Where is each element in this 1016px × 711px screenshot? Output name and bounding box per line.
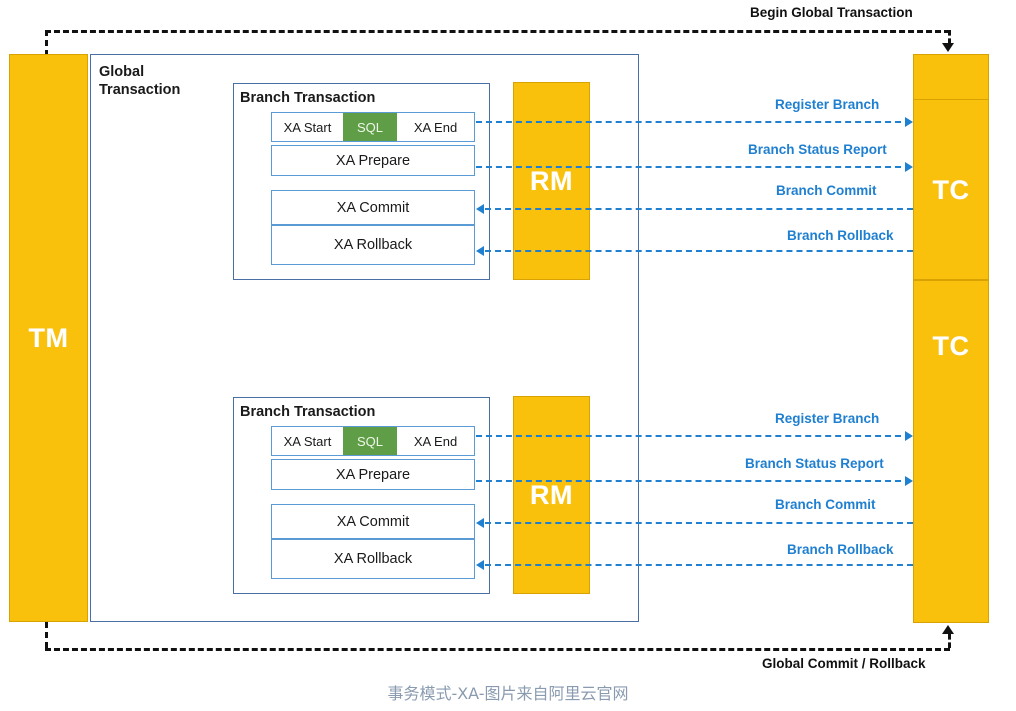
branch-transaction-title-2: Branch Transaction <box>240 404 376 420</box>
global-commit-flow-rise <box>948 634 951 648</box>
branch-commit-label-1: Branch Commit <box>776 183 877 198</box>
begin-flow-arrowhead-icon <box>942 43 954 52</box>
register-branch-label-2: Register Branch <box>775 411 880 426</box>
participant-rm-bottom-label: RM <box>530 479 573 510</box>
sql-cell-1[interactable]: SQL <box>343 113 397 141</box>
branch-commit-arrowhead-icon-2 <box>476 518 484 528</box>
participant-tc-top[interactable]: TC <box>913 54 989 280</box>
register-branch-line-1 <box>476 121 911 123</box>
branch-status-report-arrowhead-icon-1 <box>905 162 913 172</box>
global-transaction-title-line2: Transaction <box>99 82 181 99</box>
xa-start-cell-1[interactable]: XA Start <box>283 119 332 135</box>
participant-rm-bottom[interactable]: RM <box>513 396 590 594</box>
branch-rollback-line-1 <box>485 250 913 252</box>
xa-prepare-box-2[interactable]: XA Prepare <box>271 459 475 490</box>
figure-caption: 事务模式-XA-图片来自阿里云官网 <box>387 684 629 703</box>
participant-tc-bottom-label: TC <box>932 331 970 361</box>
branch-rollback-label-2: Branch Rollback <box>787 542 894 557</box>
global-transaction-title: Global Transaction <box>99 63 219 99</box>
xa-prepare-box-1[interactable]: XA Prepare <box>271 145 475 176</box>
global-commit-flow-horizontal <box>45 648 950 651</box>
xa-commit-box-2[interactable]: XA Commit <box>271 504 475 539</box>
tc-top-divider <box>913 99 989 100</box>
participant-tm-label: TM <box>28 322 69 353</box>
participant-rm-top[interactable]: RM <box>513 82 590 280</box>
begin-flow-horizontal <box>45 30 950 33</box>
participant-tc-top-label: TC <box>932 174 970 205</box>
global-transaction-frame <box>90 54 639 622</box>
branch-rollback-arrowhead-icon-1 <box>476 246 484 256</box>
begin-global-transaction-label: Begin Global Transaction <box>750 5 913 20</box>
xa-rollback-box-1[interactable]: XA Rollback <box>271 225 475 265</box>
xa-phase-row-2: XA Start SQL XA End <box>271 426 475 456</box>
register-branch-arrowhead-icon-2 <box>905 431 913 441</box>
begin-flow-drop <box>948 30 951 44</box>
branch-rollback-label-1: Branch Rollback <box>787 228 894 243</box>
branch-status-report-arrowhead-icon-2 <box>905 476 913 486</box>
xa-end-cell-1[interactable]: XA End <box>413 119 458 135</box>
sql-cell-2[interactable]: SQL <box>343 427 397 455</box>
branch-status-report-line-1 <box>476 166 911 168</box>
global-commit-rollback-label: Global Commit / Rollback <box>762 656 926 671</box>
global-commit-flow-arrowhead-icon <box>942 625 954 634</box>
branch-status-report-label-2: Branch Status Report <box>745 456 884 471</box>
branch-status-report-line-2 <box>476 480 911 482</box>
register-branch-line-2 <box>476 435 911 437</box>
branch-commit-arrowhead-icon-1 <box>476 204 484 214</box>
branch-rollback-arrowhead-icon-2 <box>476 560 484 570</box>
branch-rollback-line-2 <box>485 564 913 566</box>
xa-start-cell-2[interactable]: XA Start <box>283 433 332 449</box>
global-commit-flow-vertical-stub <box>45 622 48 648</box>
branch-commit-label-2: Branch Commit <box>775 497 876 512</box>
xa-commit-box-1[interactable]: XA Commit <box>271 190 475 225</box>
begin-flow-vertical-stub <box>45 30 48 56</box>
branch-transaction-title-1: Branch Transaction <box>240 90 376 106</box>
participant-tm[interactable]: TM <box>9 54 88 622</box>
global-transaction-title-line1: Global <box>99 64 145 80</box>
xa-end-cell-2[interactable]: XA End <box>413 433 458 449</box>
register-branch-arrowhead-icon-1 <box>905 117 913 127</box>
xa-phase-row-1: XA Start SQL XA End <box>271 112 475 142</box>
branch-status-report-label-1: Branch Status Report <box>748 142 887 157</box>
participant-rm-top-label: RM <box>530 165 573 196</box>
participant-tc-bottom[interactable]: TC <box>913 280 989 623</box>
xa-rollback-box-2[interactable]: XA Rollback <box>271 539 475 579</box>
branch-commit-line-2 <box>485 522 913 524</box>
register-branch-label-1: Register Branch <box>775 97 880 112</box>
branch-commit-line-1 <box>485 208 913 210</box>
